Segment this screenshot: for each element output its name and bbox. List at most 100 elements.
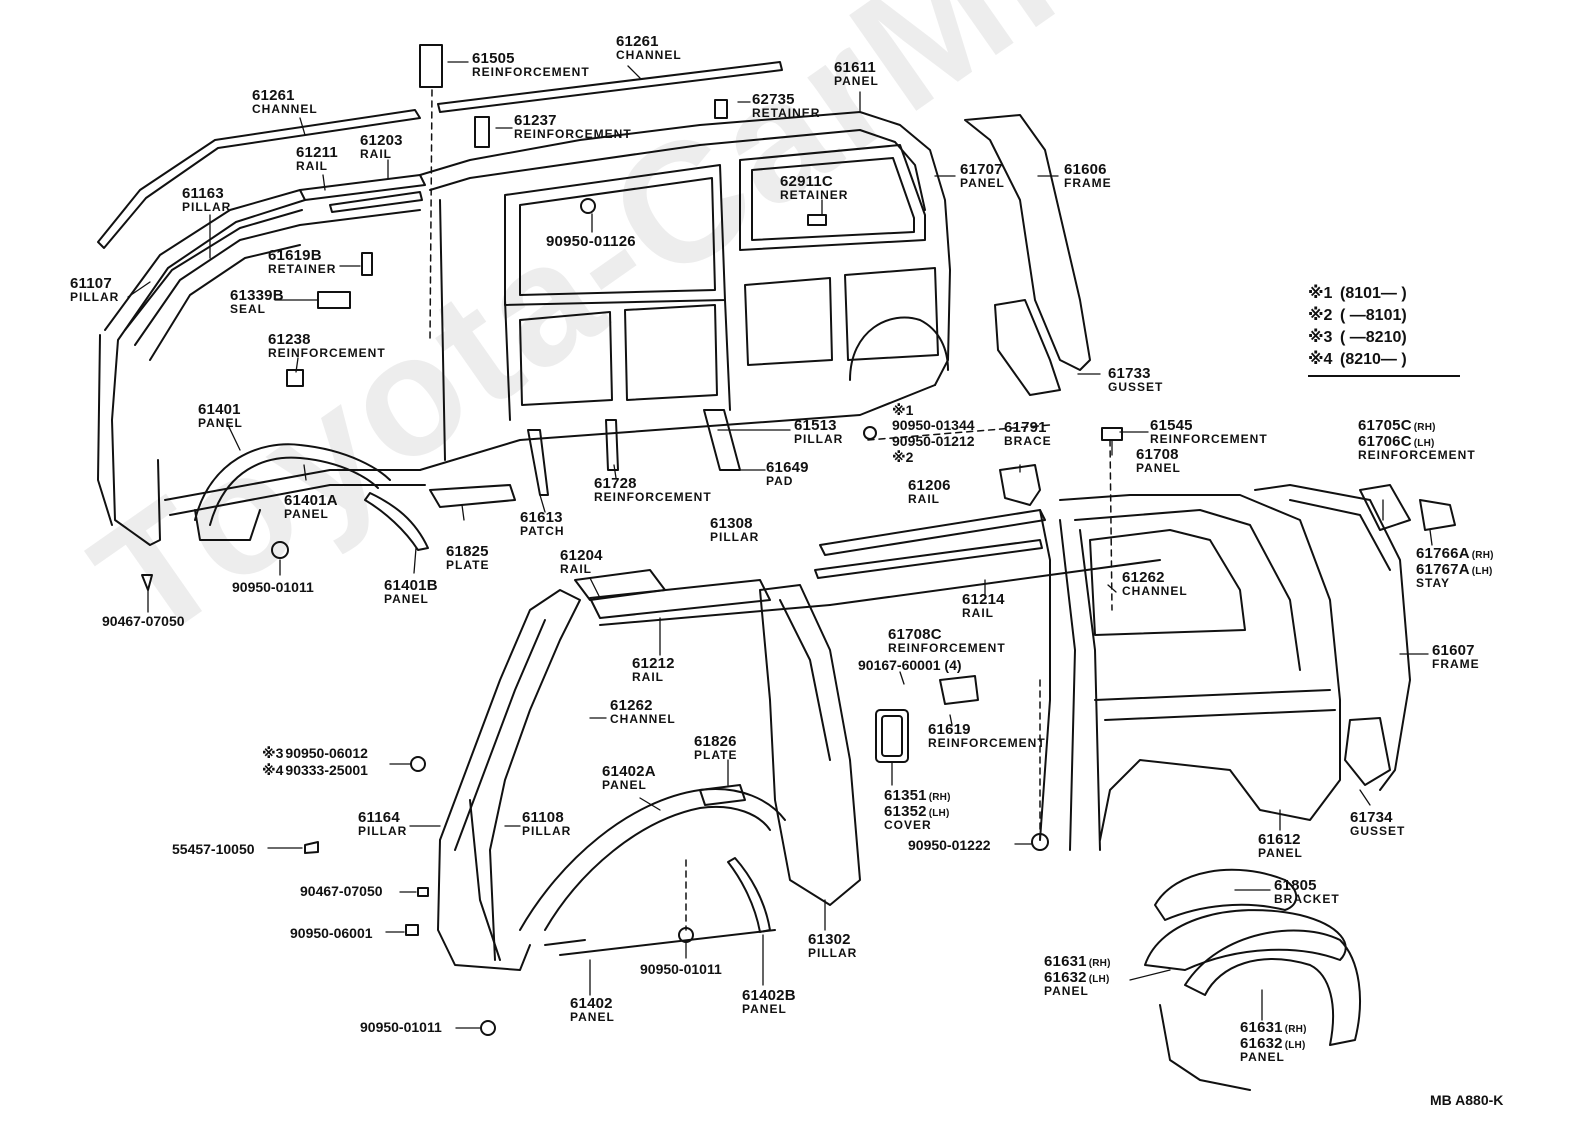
callout-61631-a: 61631(RH) bbox=[1044, 953, 1111, 970]
part-name: REINFORCEMENT bbox=[268, 346, 386, 360]
callout-61707-panel: 61707 PANEL bbox=[960, 162, 1005, 189]
part-name: PANEL bbox=[384, 592, 429, 606]
part-name: PANEL bbox=[602, 778, 647, 792]
callout-61204-rail: 61204 RAIL bbox=[560, 548, 603, 575]
part-number: 90950-01126 bbox=[546, 233, 636, 250]
callout-61262-channel-left: 61262 CHANNEL bbox=[610, 698, 676, 725]
callout-61505-reinforcement: 61505 REINFORCEMENT bbox=[472, 51, 590, 78]
part-name: PANEL bbox=[834, 74, 879, 88]
callout-61308-pillar: 61308 PILLAR bbox=[710, 516, 759, 543]
part-number: 61212 bbox=[632, 655, 675, 672]
callout-61214-rail: 61214 RAIL bbox=[962, 592, 1005, 619]
part-name: CHANNEL bbox=[610, 712, 676, 726]
part-name: RAIL bbox=[296, 159, 328, 173]
part-name: GUSSET bbox=[1350, 824, 1406, 838]
part-number: 61791 bbox=[1004, 419, 1047, 436]
callout-61825-plate: 61825 PLATE bbox=[446, 544, 489, 571]
callout-61401A-panel: 61401A PANEL bbox=[284, 493, 338, 520]
callout-61631-b: 61631(RH) bbox=[1240, 1019, 1307, 1036]
part-number: 61619B bbox=[268, 247, 322, 264]
callout-61237-reinforcement: 61237 REINFORCEMENT bbox=[514, 113, 632, 140]
callout-61706C-reinforcement: 61706C(LH) REINFORCEMENT bbox=[1358, 433, 1476, 462]
reinforcement-61238-shape bbox=[286, 369, 304, 387]
part-name: REINFORCEMENT bbox=[1150, 432, 1268, 446]
part-name: PANEL bbox=[284, 507, 329, 521]
callout-61805-bracket: 61805 BRACKET bbox=[1274, 878, 1340, 905]
part-name: RETAINER bbox=[752, 106, 821, 120]
part-number: 61261 bbox=[252, 87, 295, 104]
callout-61708C-reinforcement: 61708C REINFORCEMENT bbox=[888, 627, 1006, 654]
part-number: 61401 bbox=[198, 401, 241, 418]
part-name: PLATE bbox=[694, 748, 738, 762]
part-number: 61108 bbox=[522, 809, 564, 826]
diagram-code: MB A880-K bbox=[1430, 1092, 1504, 1108]
part-name: PANEL bbox=[1258, 846, 1303, 860]
callout-61613-patch: 61613 PATCH bbox=[520, 510, 565, 537]
part-number: 61728 bbox=[594, 475, 637, 492]
callout-61607-frame: 61607 FRAME bbox=[1432, 643, 1480, 670]
part-number: 61611 bbox=[834, 59, 876, 76]
marked-part-1-number: 90950-01344 bbox=[892, 417, 975, 433]
part-number: 61107 bbox=[70, 275, 112, 292]
marked-part-1: ※1 bbox=[892, 402, 914, 418]
part-name: RAIL bbox=[962, 606, 994, 620]
part-number: 61238 bbox=[268, 331, 311, 348]
part-number: 61606 bbox=[1064, 161, 1107, 178]
callout-61211-rail: 61211 RAIL bbox=[296, 145, 338, 172]
part-name: FRAME bbox=[1432, 657, 1480, 671]
marked-part-2-number: 90950-01212 bbox=[892, 433, 975, 449]
part-name: SEAL bbox=[230, 302, 267, 316]
callout-90950-01011-a: 90950-01011 bbox=[232, 579, 314, 595]
callout-61107-pillar: 61107 PILLAR bbox=[70, 276, 119, 303]
part-number: 61237 bbox=[514, 112, 557, 129]
callout-61733-gusset: 61733 GUSSET bbox=[1108, 366, 1163, 393]
reinforcement-61237-shape bbox=[474, 116, 490, 148]
part-number: 61302 bbox=[808, 931, 851, 948]
callout-62911C-retainer: 62911C RETAINER bbox=[780, 174, 848, 201]
legend-row: ※3( —8210) bbox=[1308, 329, 1407, 346]
part-number: 61825 bbox=[446, 543, 489, 560]
callout-61203-rail: 61203 RAIL bbox=[360, 133, 403, 160]
callout-61728-reinforcement: 61728 REINFORCEMENT bbox=[594, 476, 712, 503]
callout-61611-panel: 61611 PANEL bbox=[834, 60, 879, 87]
callout-61351: 61351(RH) bbox=[884, 787, 951, 804]
part-name: REINFORCEMENT bbox=[928, 736, 1046, 750]
wheelhouse-assembly bbox=[1144, 868, 1361, 1091]
part-number: 61206 bbox=[908, 477, 951, 494]
part-number: 61649 bbox=[766, 459, 809, 476]
callout-61767A-stay: 61767A(LH) STAY bbox=[1416, 561, 1493, 590]
callout-61619B-retainer: 61619B RETAINER bbox=[268, 248, 336, 275]
part-name: RAIL bbox=[560, 562, 592, 576]
callout-90950-01011-c: 90950-01011 bbox=[360, 1019, 442, 1035]
callout-61705C: 61705C(RH) bbox=[1358, 417, 1436, 434]
part-name: PILLAR bbox=[182, 200, 232, 214]
marked-part-2: ※2 bbox=[892, 449, 914, 465]
part-name: REINFORCEMENT bbox=[888, 641, 1006, 655]
callout-61261-channel-top: 61261 CHANNEL bbox=[616, 34, 682, 61]
callout-61401-panel: 61401 PANEL bbox=[198, 402, 243, 429]
part-number: 61211 bbox=[296, 144, 338, 161]
part-name: CHANNEL bbox=[616, 48, 682, 62]
part-name: PANEL bbox=[742, 1002, 787, 1016]
part-name: PANEL bbox=[198, 416, 243, 430]
retainer-62911C-shape bbox=[807, 214, 827, 226]
callout-62735-retainer: 62735 RETAINER bbox=[752, 92, 820, 119]
callout-61164-pillar: 61164 PILLAR bbox=[358, 810, 407, 837]
part-name: GUSSET bbox=[1108, 380, 1164, 394]
retainer-61619B-shape bbox=[361, 252, 373, 276]
part-number: 61513 bbox=[794, 417, 837, 434]
part-number: 61401A bbox=[284, 492, 338, 509]
part-name: BRACE bbox=[1004, 434, 1052, 448]
lower-side-panel-assembly bbox=[304, 424, 1456, 1036]
part-name: RETAINER bbox=[780, 188, 849, 202]
callout-61513-pillar: 61513 PILLAR bbox=[794, 418, 843, 445]
part-name: PLATE bbox=[446, 558, 490, 572]
part-number: 62735 bbox=[752, 91, 795, 108]
callout-61708-panel: 61708 PANEL bbox=[1136, 447, 1181, 474]
part-number: 61401B bbox=[384, 577, 438, 594]
part-name: REINFORCEMENT bbox=[1358, 448, 1476, 462]
part-name: PILLAR bbox=[808, 946, 858, 960]
legend-row: ※4(8210— ) bbox=[1308, 351, 1407, 368]
callout-61262-channel-right: 61262 CHANNEL bbox=[1122, 570, 1188, 597]
